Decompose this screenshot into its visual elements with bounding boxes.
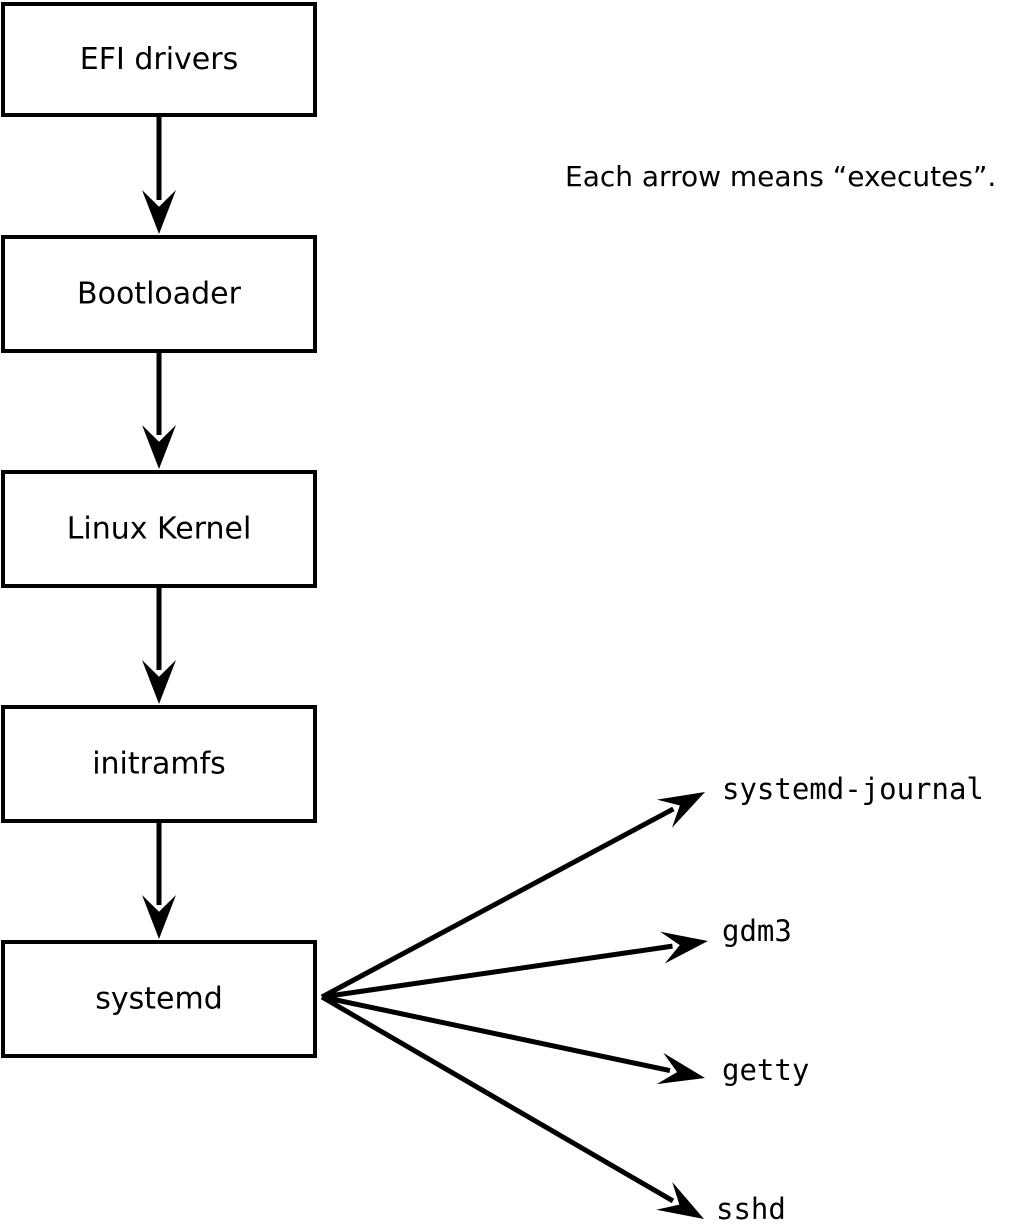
node-systemd[interactable]: systemd (1, 940, 317, 1058)
fan-arrows-layer (320, 792, 708, 1219)
node-box (1, 470, 317, 588)
leaf-label-sshd[interactable]: sshd (716, 1192, 786, 1226)
arrow-systemd-to-sshd (320, 994, 704, 1219)
node-label: systemd (95, 982, 223, 1017)
arrow-initramfs-to-systemd (142, 823, 176, 939)
arrow-head (142, 660, 176, 704)
leaf-labels-layer: systemd-journal gdm3 getty sshd (716, 772, 984, 1226)
arrow-shaft (321, 943, 673, 1000)
arrow-shaft (320, 994, 675, 1204)
arrow-linux-kernel-to-initramfs (142, 588, 176, 704)
arrow-head (142, 425, 176, 469)
node-box (1, 235, 317, 353)
node-label: Linux Kernel (67, 512, 252, 547)
node-efi-drivers[interactable]: EFI drivers (1, 2, 317, 117)
legend-text: Each arrow means “executes”. (565, 160, 996, 193)
arrow-head (656, 1182, 704, 1219)
arrow-shaft (321, 994, 671, 1074)
node-label: EFI drivers (80, 42, 238, 77)
arrow-systemd-to-gdm3 (321, 931, 708, 1000)
node-bootloader[interactable]: Bootloader (1, 235, 317, 353)
arrow-bootloader-to-linux-kernel (142, 353, 176, 469)
node-box (1, 2, 317, 117)
chain-arrows-layer (142, 117, 176, 939)
node-initramfs[interactable]: initramfs (1, 705, 317, 823)
leaf-label-gdm3[interactable]: gdm3 (722, 914, 792, 948)
node-box (1, 705, 317, 823)
arrow-head (142, 190, 176, 234)
leaf-label-systemd-journal[interactable]: systemd-journal (722, 772, 984, 806)
node-label: initramfs (92, 747, 226, 782)
arrow-shaft (320, 806, 675, 1000)
node-box (1, 940, 317, 1058)
node-linux-kernel[interactable]: Linux Kernel (1, 470, 317, 588)
arrow-systemd-to-getty (321, 994, 705, 1085)
leaf-label-getty[interactable]: getty (722, 1053, 809, 1087)
arrow-head (656, 1052, 705, 1085)
arrow-systemd-to-systemd-journal (320, 792, 705, 1000)
node-label: Bootloader (77, 277, 242, 312)
arrow-efi-drivers-to-bootloader (142, 117, 176, 234)
arrow-head (660, 931, 708, 964)
arrow-head (142, 895, 176, 939)
arrow-head (656, 792, 705, 828)
